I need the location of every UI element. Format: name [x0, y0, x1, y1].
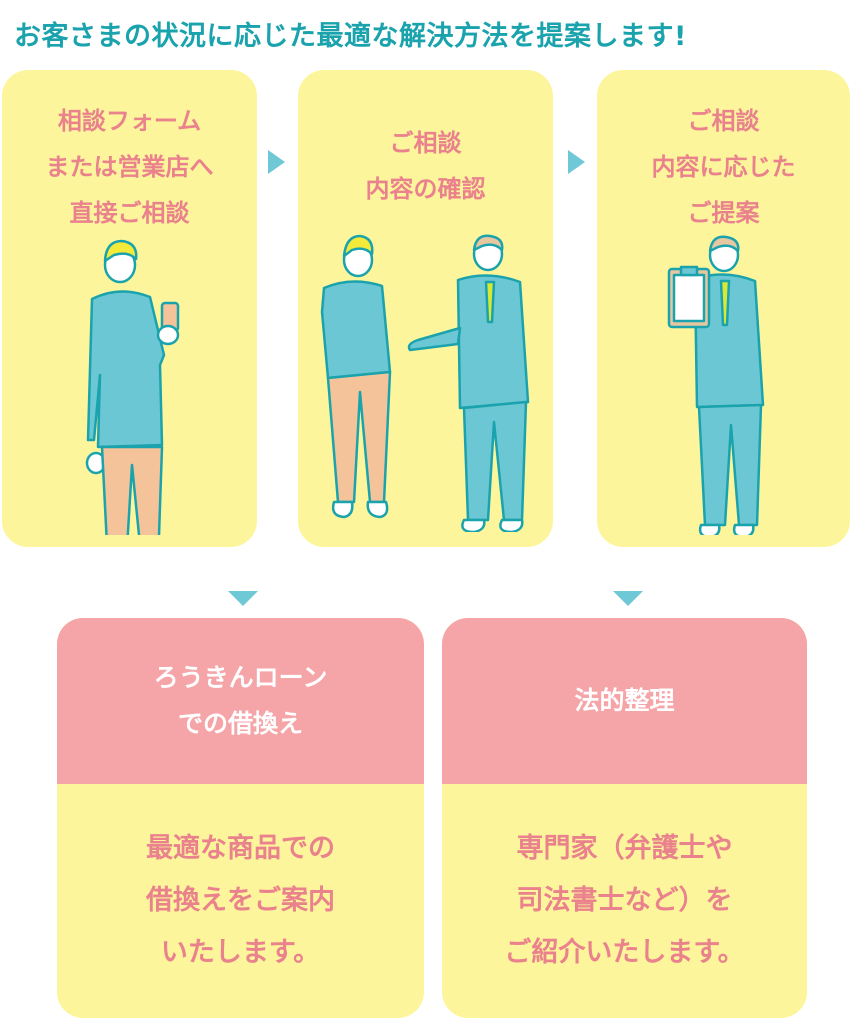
arrow-down-icon	[613, 591, 643, 606]
step-line: または営業店へ	[45, 153, 214, 181]
result-card-refinance: ろうきんローン での借換え 最適な商品での 借換えをご案内 いたします。	[57, 618, 424, 1018]
result-body-line: ご紹介いたします。	[504, 937, 745, 968]
result-body-line: いたします。	[160, 937, 321, 968]
customer-and-staff-talking-icon	[320, 234, 530, 532]
staff-presenting-document-icon	[667, 235, 765, 535]
step-card-confirmation: ご相談 内容の確認	[298, 70, 553, 547]
result-card-legal-arrangement: 法的整理 専門家（弁護士や 司法書士など）を ご紹介いたします。	[442, 618, 807, 1018]
result-heading-line: での借換え	[177, 709, 303, 738]
step-card-proposal: ご相談 内容に応じた ご提案	[597, 70, 850, 547]
arrow-right-icon	[568, 150, 585, 174]
result-description: 専門家（弁護士や 司法書士など）を ご紹介いたします。	[442, 784, 807, 1018]
arrow-right-icon	[268, 150, 285, 174]
step-label: 相談フォーム または営業店へ 直接ご相談	[2, 98, 257, 236]
arrow-down-icon	[228, 591, 258, 606]
result-body-line: 借換えをご案内	[146, 885, 335, 916]
step-line: 内容に応じた	[651, 153, 796, 181]
result-heading-line: 法的整理	[574, 686, 675, 715]
step-line: 相談フォーム	[57, 107, 202, 135]
result-body-line: 司法書士など）を	[516, 885, 733, 916]
step-label: ご相談 内容の確認	[298, 120, 553, 212]
step-line: 内容の確認	[365, 175, 486, 203]
result-heading: ろうきんローン での借換え	[57, 618, 424, 784]
result-body-line: 最適な商品での	[146, 833, 335, 864]
step-line: ご提案	[687, 199, 760, 227]
result-heading-line: ろうきんローン	[153, 663, 328, 692]
step-label: ご相談 内容に応じた ご提案	[597, 98, 850, 236]
step-line: 直接ご相談	[69, 199, 190, 227]
page-title: お客さまの状況に応じた最適な解決方法を提案します!	[14, 21, 687, 52]
result-description: 最適な商品での 借換えをご案内 いたします。	[57, 784, 424, 1018]
result-heading: 法的整理	[442, 618, 807, 784]
step-card-consultation: 相談フォーム または営業店へ 直接ご相談	[2, 70, 257, 547]
person-with-smartphone-icon	[85, 239, 180, 535]
step-line: ご相談	[389, 129, 462, 157]
step-line: ご相談	[687, 107, 760, 135]
result-body-line: 専門家（弁護士や	[516, 833, 733, 864]
